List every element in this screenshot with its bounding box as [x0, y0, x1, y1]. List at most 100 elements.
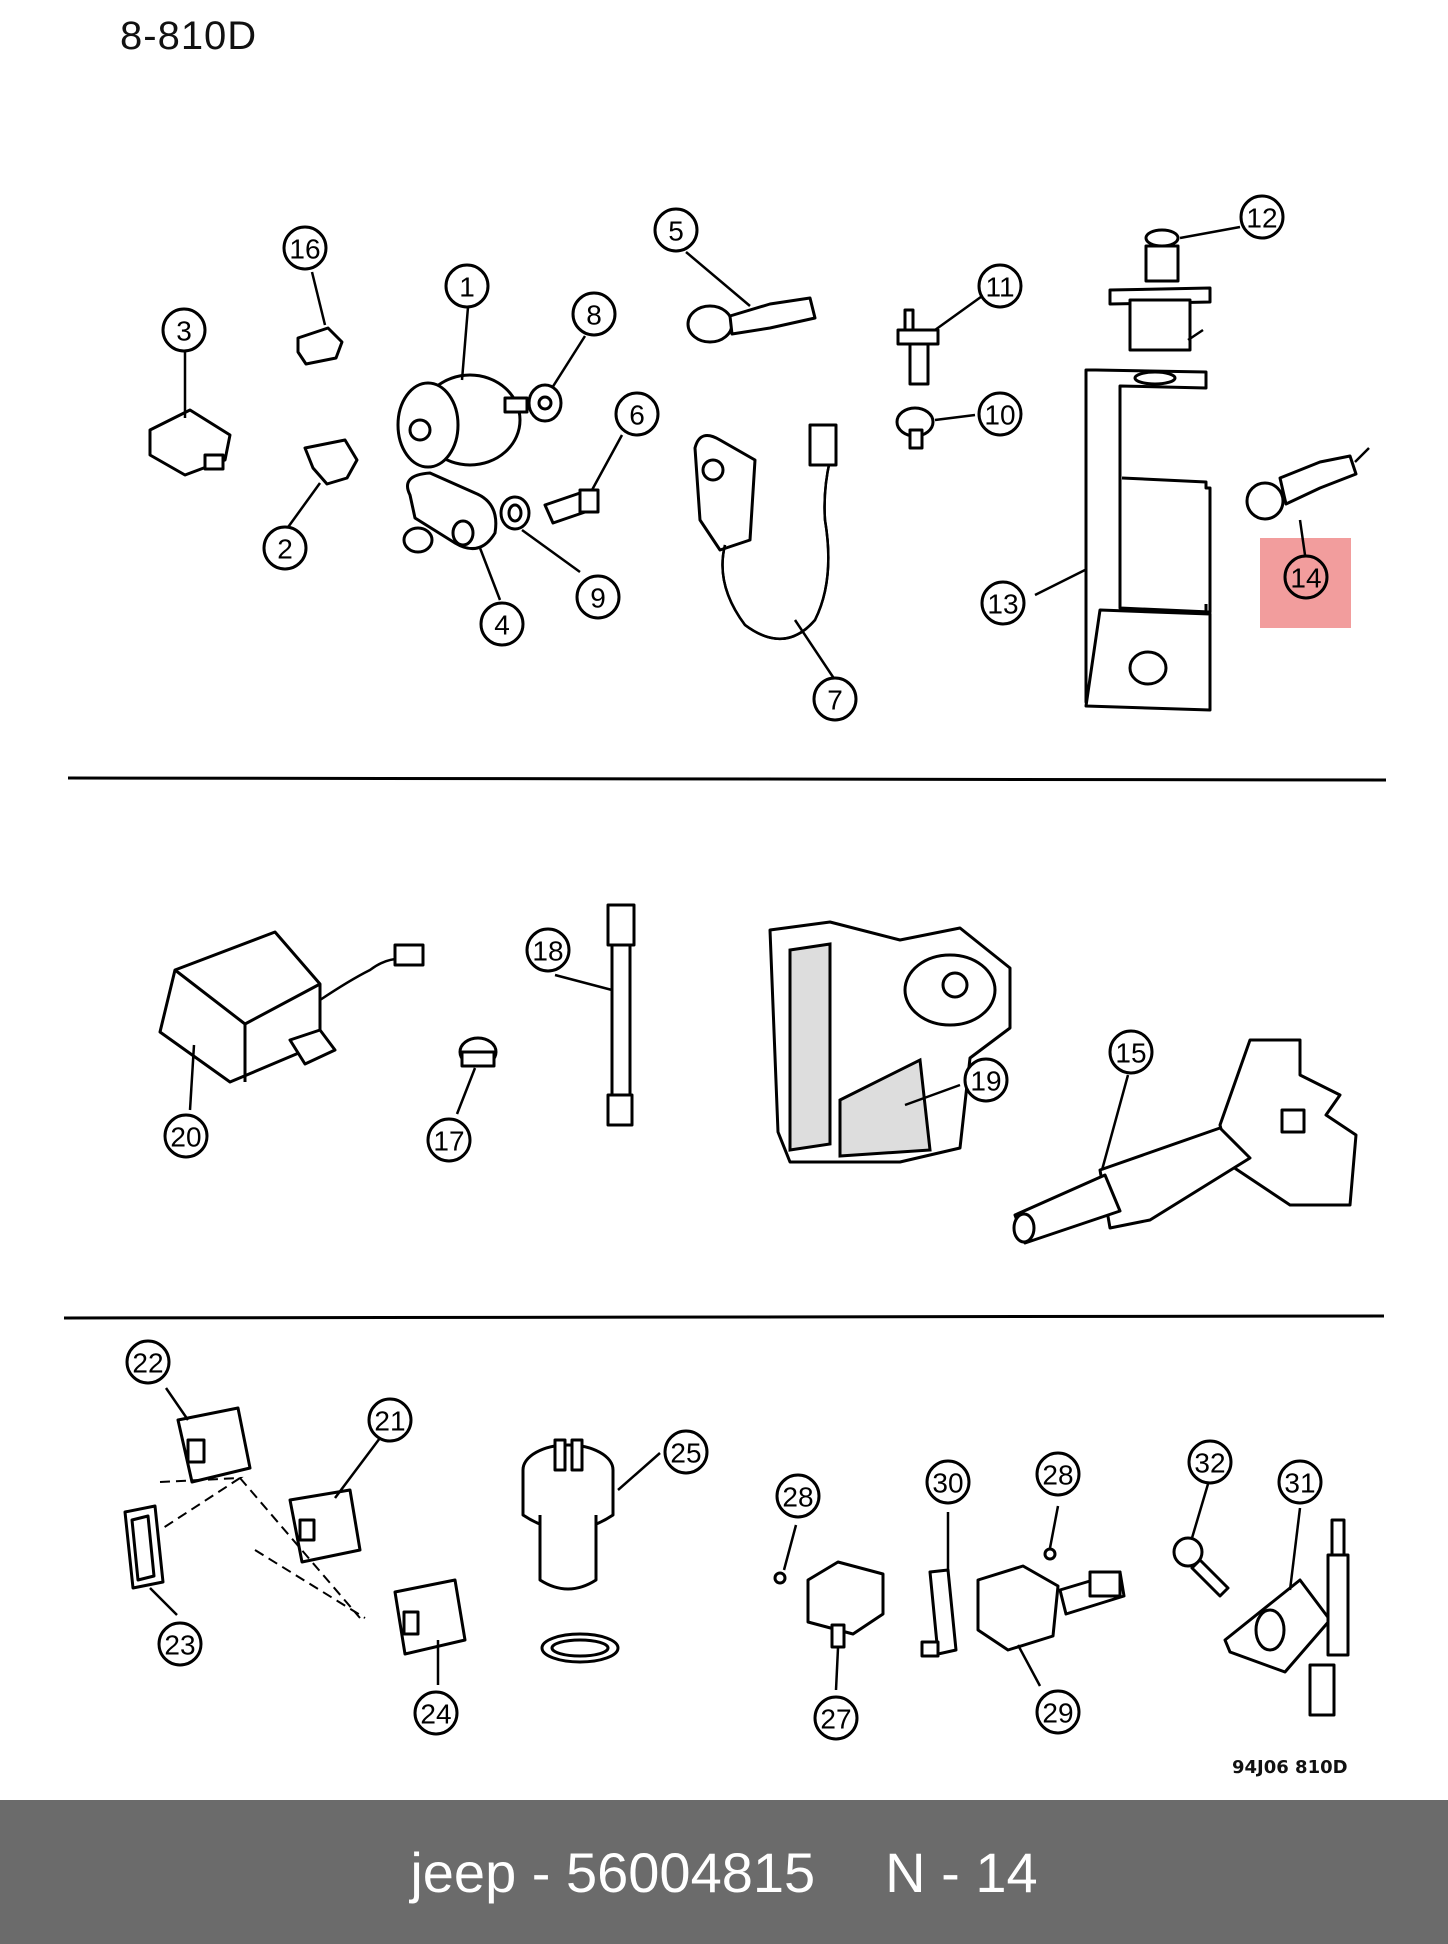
callout-30-label: 30	[932, 1468, 963, 1499]
callout-32: 32	[1187, 1439, 1233, 1485]
part-18-drawing	[606, 903, 636, 1127]
part-4-drawing	[402, 471, 498, 554]
footer-part-number: 56004815	[566, 1840, 816, 1904]
callout-11: 11	[977, 263, 1023, 309]
callout-9-label: 9	[590, 583, 606, 614]
callout-7-label: 7	[827, 685, 843, 716]
part-3-drawing	[148, 408, 232, 477]
callout-28-right-label: 28	[1042, 1460, 1073, 1491]
callout-15-label: 15	[1115, 1038, 1146, 1069]
callout-15: 15	[1108, 1029, 1154, 1075]
callout-22: 22	[125, 1339, 171, 1385]
section-divider-top	[67, 776, 1387, 782]
part-15-drawing	[1012, 1038, 1358, 1245]
callout-2-label: 2	[277, 534, 293, 565]
callout-7: 7	[812, 676, 858, 722]
callout-17: 17	[426, 1117, 472, 1163]
part-10-drawing	[895, 406, 935, 450]
part-21-drawing	[288, 1488, 362, 1564]
callout-29: 29	[1035, 1689, 1081, 1735]
page-code: 8-810D	[120, 14, 258, 58]
callout-14: 14	[1283, 554, 1329, 600]
callout-18: 18	[525, 927, 571, 973]
part-13-drawing	[1084, 368, 1212, 712]
callout-23: 23	[157, 1621, 203, 1667]
footer-separator: -	[531, 1840, 551, 1904]
section-divider-bottom	[63, 1314, 1385, 1320]
part-6-drawing	[543, 488, 600, 525]
callout-5: 5	[653, 207, 699, 253]
callout-6: 6	[614, 391, 660, 437]
part-5-drawing	[686, 296, 817, 344]
part-28-right-drawing	[1043, 1547, 1057, 1561]
leader-lines	[149, 225, 1307, 1691]
callout-16-label: 16	[289, 234, 320, 265]
callout-28-left: 28	[775, 1473, 821, 1519]
callout-30: 30	[925, 1459, 971, 1505]
part-25-drawing	[521, 1438, 620, 1664]
part-1-drawing	[396, 373, 529, 469]
callout-23-label: 23	[164, 1630, 195, 1661]
callout-19-label: 19	[970, 1066, 1001, 1097]
callout-27: 27	[813, 1695, 859, 1741]
part-32-drawing	[1172, 1536, 1230, 1598]
callout-18-label: 18	[532, 936, 563, 967]
callout-21-label: 21	[374, 1406, 405, 1437]
part-28-left-drawing	[773, 1571, 787, 1585]
callout-19: 19	[963, 1057, 1009, 1103]
callout-17-label: 17	[433, 1126, 464, 1157]
part-7-drawing	[693, 423, 838, 640]
part-17-drawing	[458, 1036, 498, 1068]
callout-28-right: 28	[1035, 1451, 1081, 1497]
callout-3-label: 3	[176, 316, 192, 347]
callout-4: 4	[479, 601, 525, 647]
footer-bar: jeep - 56004815 N - 14	[0, 1800, 1448, 1944]
callout-12-label: 12	[1246, 203, 1277, 234]
part-24-drawing	[393, 1578, 467, 1656]
callout-10: 10	[977, 391, 1023, 437]
part-19-drawing	[768, 920, 1012, 1164]
callout-2: 2	[262, 525, 308, 571]
part-29-drawing	[976, 1564, 1126, 1652]
callout-14-label: 14	[1290, 563, 1321, 594]
callout-28-left-label: 28	[782, 1482, 813, 1513]
callout-25-label: 25	[670, 1438, 701, 1469]
callout-4-label: 4	[494, 610, 510, 641]
callout-29-label: 29	[1042, 1698, 1073, 1729]
callout-12: 12	[1239, 194, 1285, 240]
callout-13-label: 13	[987, 589, 1018, 620]
figure-code: 94J06 810D	[1232, 1757, 1348, 1778]
callout-8-label: 8	[586, 300, 602, 331]
part-22-drawing	[176, 1406, 252, 1484]
part-9-drawing	[499, 495, 531, 531]
part-23-drawing	[123, 1504, 165, 1590]
callout-22-label: 22	[132, 1348, 163, 1379]
callout-24: 24	[413, 1690, 459, 1736]
callout-3: 3	[161, 307, 207, 353]
callout-1-label: 1	[459, 272, 475, 303]
part-20-drawing	[158, 930, 425, 1084]
part-30-drawing	[920, 1568, 958, 1658]
part-2-drawing	[303, 438, 359, 486]
footer-brand: jeep	[410, 1840, 517, 1904]
callout-1: 1	[444, 263, 490, 309]
callout-24-label: 24	[420, 1699, 451, 1730]
callout-27-label: 27	[820, 1704, 851, 1735]
callout-10-label: 10	[984, 400, 1015, 431]
parts-diagram: 16 3 1 8 2 4 9 6 5 7 11 10 12 13 14 18 2…	[63, 194, 1387, 1741]
callout-25: 25	[663, 1429, 709, 1475]
callout-11-label: 11	[985, 272, 1014, 303]
callout-13: 13	[980, 580, 1026, 626]
callout-20-label: 20	[170, 1122, 201, 1153]
dashed-connector	[159, 1476, 366, 1619]
callout-21: 21	[367, 1397, 413, 1443]
callout-16: 16	[282, 225, 328, 271]
part-31-drawing	[1223, 1518, 1350, 1717]
callout-31-label: 31	[1284, 1468, 1315, 1499]
callout-8: 8	[571, 291, 617, 337]
callout-20: 20	[163, 1113, 209, 1159]
callout-6-label: 6	[629, 400, 645, 431]
callout-32-label: 32	[1194, 1448, 1225, 1479]
footer-ref-label: N - 14	[885, 1840, 1038, 1904]
part-16-drawing	[296, 326, 344, 366]
